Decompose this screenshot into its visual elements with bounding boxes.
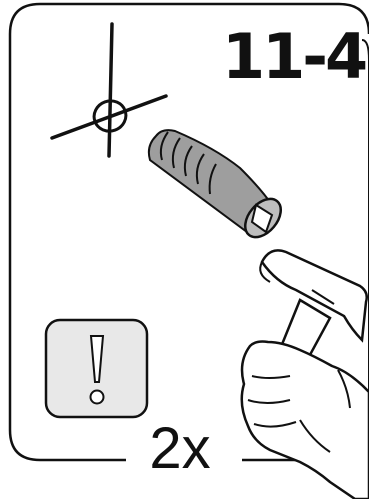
crosshair-drill-mark-icon (52, 24, 166, 156)
step-number: 11-4 (222, 26, 352, 88)
quantity-label: 2x (138, 420, 222, 478)
exclamation-notice-icon (46, 320, 147, 417)
hand-icon (242, 342, 369, 500)
panel-border-right-edge (362, 40, 369, 400)
wall-plug-icon (149, 130, 288, 244)
